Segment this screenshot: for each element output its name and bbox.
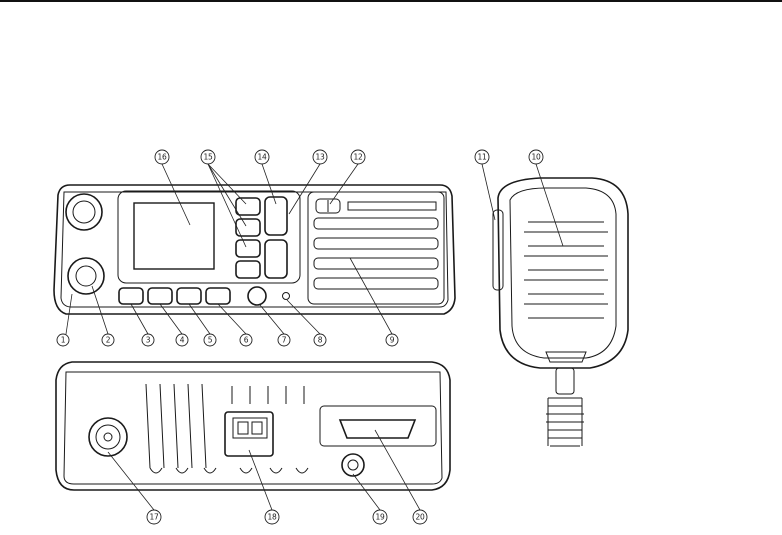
radio-front-panel: [54, 185, 455, 314]
side-button-4[interactable]: [236, 261, 260, 278]
front-key-3[interactable]: [177, 288, 201, 304]
side-button-1[interactable]: [236, 198, 260, 215]
front-key-4[interactable]: [206, 288, 230, 304]
callout-11: 11: [475, 150, 489, 164]
svg-text:17: 17: [150, 513, 159, 522]
hand-microphone: [493, 178, 628, 446]
front-key-2[interactable]: [148, 288, 172, 304]
callout-19: 19: [373, 510, 387, 524]
front-key-1[interactable]: [119, 288, 143, 304]
callout-4: 4: [176, 334, 188, 346]
side-button-3[interactable]: [236, 240, 260, 257]
svg-text:2: 2: [106, 336, 111, 345]
callout-15: 15: [201, 150, 215, 164]
svg-text:7: 7: [282, 336, 287, 345]
callout-13: 13: [313, 150, 327, 164]
callout-10: 10: [529, 150, 543, 164]
channel-knob[interactable]: [68, 258, 104, 294]
svg-text:20: 20: [416, 513, 425, 522]
svg-text:10: 10: [532, 153, 541, 162]
svg-text:8: 8: [318, 336, 323, 345]
callout-9: 9: [386, 334, 398, 346]
callout-18: 18: [265, 510, 279, 524]
callout-14: 14: [255, 150, 269, 164]
callout-16: 16: [155, 150, 169, 164]
svg-text:12: 12: [354, 153, 363, 162]
up-key[interactable]: [265, 197, 287, 235]
callout-20: 20: [413, 510, 427, 524]
power-connector[interactable]: [225, 412, 273, 456]
svg-text:6: 6: [244, 336, 249, 345]
callout-3: 3: [142, 334, 154, 346]
svg-text:15: 15: [204, 153, 213, 162]
speaker-jack[interactable]: [342, 454, 364, 476]
svg-text:19: 19: [376, 513, 385, 522]
volume-knob[interactable]: [66, 194, 102, 230]
callout-7: 7: [278, 334, 290, 346]
antenna-connector[interactable]: [89, 418, 127, 456]
callout-6: 6: [240, 334, 252, 346]
svg-text:14: 14: [258, 153, 267, 162]
svg-text:3: 3: [146, 336, 151, 345]
callout-2: 2: [102, 334, 114, 346]
svg-text:4: 4: [180, 336, 185, 345]
callout-8: 8: [314, 334, 326, 346]
svg-text:1: 1: [61, 336, 66, 345]
round-button[interactable]: [248, 287, 266, 305]
down-key[interactable]: [265, 240, 287, 278]
callout-1: 1: [57, 334, 69, 346]
svg-text:13: 13: [316, 153, 325, 162]
lcd-display: [134, 203, 214, 269]
svg-text:5: 5: [208, 336, 213, 345]
callout-5: 5: [204, 334, 216, 346]
callout-12: 12: [351, 150, 365, 164]
coiled-cord: [546, 368, 584, 446]
svg-text:18: 18: [268, 513, 277, 522]
radio-rear-panel: [56, 362, 450, 490]
svg-text:11: 11: [478, 153, 487, 162]
callout-17: 17: [147, 510, 161, 524]
svg-text:9: 9: [390, 336, 395, 345]
svg-text:16: 16: [158, 153, 167, 162]
